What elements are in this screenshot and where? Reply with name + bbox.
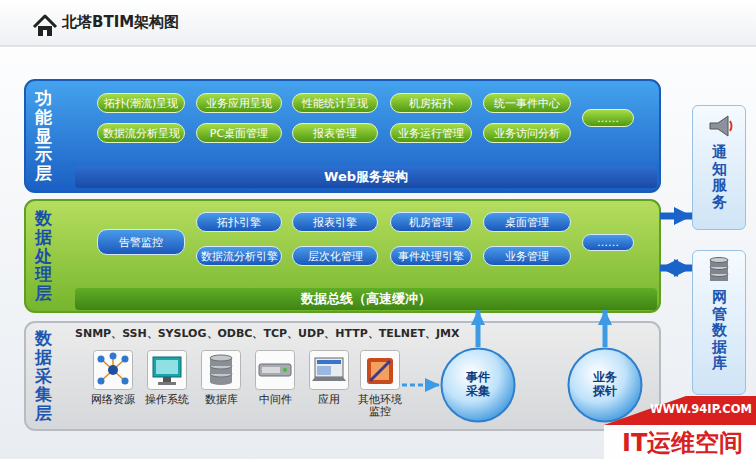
node-label: 报表引擎: [313, 215, 357, 230]
node-label: 拓扑引擎: [217, 215, 261, 230]
node-label: 层次化管理: [308, 249, 363, 264]
node-label: 机房管理: [409, 215, 453, 230]
node-label: 统一事件中心: [494, 96, 560, 111]
function-pill: 机房拓扑: [390, 93, 472, 113]
node-label: 通知服务: [712, 144, 727, 210]
node-label: 桌面管理: [505, 215, 549, 230]
module-pill: 层次化管理: [292, 246, 378, 266]
node-label: 业务访问分析: [494, 126, 560, 141]
function-pill: ……: [582, 109, 634, 127]
collector-circle: 事件采集: [440, 347, 516, 423]
connector-arrow: [660, 213, 692, 220]
diagram-title: 北塔BTIM架构图: [62, 13, 179, 32]
layer-title: 数据处理层: [35, 209, 52, 302]
node-label: 应用: [318, 393, 340, 405]
node-label: ……: [597, 236, 619, 249]
node-label: 业务探针: [592, 371, 617, 399]
resource-art: [201, 350, 241, 390]
node-label: 性能统计呈现: [302, 96, 368, 111]
function-pill: 业务访问分析: [483, 123, 571, 143]
layer-bar: 数据总线（高速缓冲）: [75, 288, 657, 310]
node-label: 业务管理: [505, 249, 549, 264]
node-label: 事件处理引擎: [398, 249, 464, 264]
watermark-url: WWW.94IP.COM: [650, 402, 752, 416]
function-pill: 报表管理: [292, 123, 378, 143]
layer-fill: [25, 80, 660, 192]
module-pill: 告警监控: [97, 229, 185, 255]
module-pill: ……: [582, 234, 634, 251]
service-box: 网管数据库: [692, 250, 746, 395]
node-label: Web服务架构: [324, 168, 408, 186]
node-label: 数据库: [205, 393, 238, 405]
node-label: 数据总线（高速缓冲）: [301, 290, 431, 308]
resource-icon: 应用: [304, 350, 354, 414]
layer-bar: Web服务架构: [75, 166, 657, 188]
function-pill: PC桌面管理: [196, 123, 282, 143]
node-label: 机房拓扑: [409, 96, 453, 111]
module-pill: 数据流分析引擎: [196, 246, 282, 266]
resource-icon: 中间件: [250, 350, 300, 414]
function-pill: 性能统计呈现: [292, 93, 378, 113]
node-label: 中间件: [259, 393, 292, 405]
node-label: 数据流分析呈现: [103, 126, 180, 141]
node-label: 网管数据库: [712, 289, 727, 372]
watermark-text: IT运维空间: [622, 427, 743, 459]
layer-title: 功能显示层: [35, 89, 52, 182]
service-box: 通知服务: [692, 105, 746, 230]
node-label: 业务应用呈现: [206, 96, 272, 111]
module-pill: 报表引擎: [292, 212, 378, 232]
function-pill: 数据流分析呈现: [97, 123, 185, 143]
home-icon: [34, 16, 56, 36]
node-label: 报表管理: [313, 126, 357, 141]
node-label: PC桌面管理: [210, 126, 268, 141]
function-pill: 业务应用呈现: [196, 93, 282, 113]
resource-icon: 数据库: [196, 350, 246, 414]
service-icon: [704, 257, 734, 285]
connector-arrow: [476, 310, 481, 347]
resource-art: [360, 350, 400, 390]
resource-art: [309, 350, 349, 390]
resource-art: [255, 350, 295, 390]
resource-icon: 网络资源: [88, 350, 138, 414]
function-pill: 业务运行管理: [390, 123, 472, 143]
collector-circle: 业务探针: [567, 347, 643, 423]
node-label: 网络资源: [91, 393, 135, 405]
protocol-list: SNMP、SSH、SYSLOG、ODBC、TCP、UDP、HTTP、TELNET…: [75, 326, 460, 341]
node-label: 业务运行管理: [398, 126, 464, 141]
node-label: ……: [597, 112, 619, 125]
layer-title: 数据采集层: [35, 329, 52, 422]
node-label: 操作系统: [145, 393, 189, 405]
module-pill: 业务管理: [483, 246, 571, 266]
module-pill: 桌面管理: [483, 212, 571, 232]
function-pill: 拓扑(潮流)呈现: [97, 93, 185, 113]
resource-icon: 其他环境监控: [358, 350, 402, 426]
layer-band: 功能显示层 拓扑(潮流)呈现 业务应用呈现 性能统计呈现 机房拓扑 统一事件中心数据流分析…: [25, 80, 660, 192]
connector-arrow: [402, 384, 440, 387]
layer-fill: [25, 200, 660, 312]
node-label: 数据流分析引擎: [201, 249, 278, 264]
node-label: 告警监控: [119, 235, 163, 250]
function-pill: 统一事件中心: [483, 93, 571, 113]
resource-icon: 操作系统: [142, 350, 192, 414]
watermark-ground: [604, 425, 756, 459]
node-label: 拓扑(潮流)呈现: [104, 96, 179, 111]
resource-art: [93, 350, 133, 390]
title-bar: [0, 0, 756, 46]
layer-band: 数据处理层 告警监控 拓扑引擎 报表引擎 机房管理 桌面管理数据流分析引擎 层次化管理 事件处…: [25, 200, 660, 312]
service-icon: [704, 112, 734, 140]
module-pill: 拓扑引擎: [196, 212, 282, 232]
node-label: 事件采集: [465, 371, 490, 399]
node-label: 其他环境监控: [358, 393, 402, 417]
layer-band: 数据采集层 SNMP、SSH、SYSLOG、ODBC、TCP、UDP、HTTP、T…: [25, 322, 660, 430]
watermark-ribbon: [604, 396, 756, 425]
title-rule: [0, 46, 756, 47]
layer-fill: [25, 322, 660, 430]
resource-art: [147, 350, 187, 390]
module-pill: 机房管理: [390, 212, 472, 232]
connector-arrow: [603, 310, 608, 347]
module-pill: 事件处理引擎: [390, 246, 472, 266]
connector-arrow: [660, 265, 692, 272]
